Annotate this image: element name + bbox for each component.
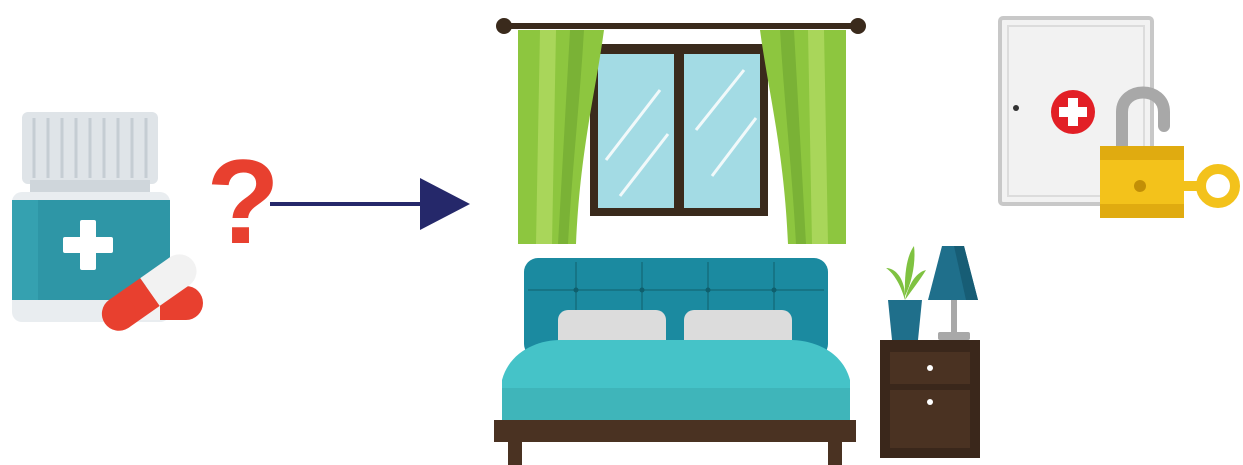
bed-frame bbox=[494, 420, 856, 465]
cabinet-cross-icon bbox=[1051, 90, 1095, 134]
drawer-knob bbox=[927, 365, 933, 371]
bed-blanket bbox=[502, 340, 850, 422]
bottle-neck bbox=[30, 180, 150, 194]
curtain-right bbox=[760, 30, 846, 244]
lamp-icon bbox=[928, 246, 978, 340]
right-arrow-icon bbox=[270, 178, 470, 230]
bottle-label-shine bbox=[12, 200, 38, 300]
bedroom-scene-icon bbox=[494, 18, 866, 465]
nightstand bbox=[880, 340, 980, 458]
cabinet-handle bbox=[1013, 105, 1019, 111]
window bbox=[590, 44, 768, 216]
drawer-knob bbox=[927, 399, 933, 405]
question-mark: ? bbox=[206, 135, 279, 269]
plant-pot-icon bbox=[886, 246, 926, 340]
